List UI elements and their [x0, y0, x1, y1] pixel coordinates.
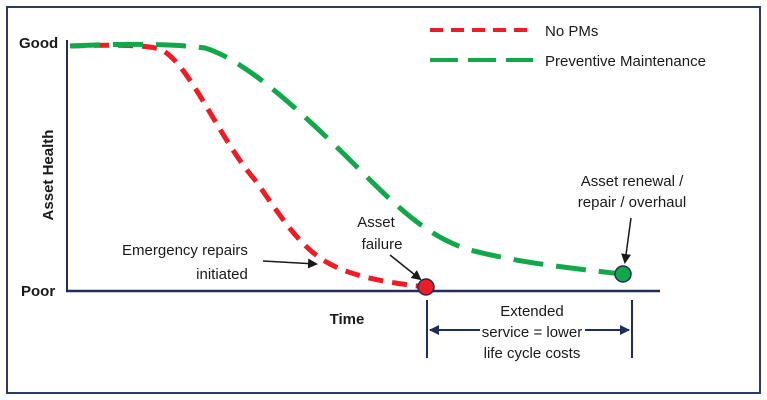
- diagram-border: [6, 6, 761, 394]
- legend-pm-label: Preventive Maintenance: [545, 53, 706, 70]
- failure-arrow: [389, 254, 422, 281]
- extended-label-line1: Extended: [500, 303, 563, 320]
- failure-label-line2: failure: [362, 236, 403, 253]
- y-axis-label: Asset Health: [40, 130, 57, 221]
- renewal-arrow: [621, 217, 632, 264]
- asset-failure-marker: [417, 278, 435, 296]
- emergency-label-line1: Emergency repairs: [122, 242, 248, 259]
- extended-label-line3: life cycle costs: [484, 345, 581, 362]
- failure-label-line1: Asset: [357, 214, 395, 231]
- x-axis-label: Time: [330, 311, 365, 328]
- emergency-label-line2: initiated: [196, 266, 248, 283]
- pm-curve: [69, 41, 623, 277]
- renewal-label-line1: Asset renewal /: [581, 173, 684, 190]
- renewal-label-line2: repair / overhaul: [578, 194, 686, 211]
- y-top-label: Good: [19, 35, 58, 52]
- legend-no-pm-label: No PMs: [545, 23, 598, 40]
- legend: No PMs Preventive Maintenance: [430, 23, 706, 70]
- emergency-arrow: [262, 258, 318, 269]
- extended-label-line2: service = lower: [482, 324, 582, 341]
- asset-renewal-marker: [614, 265, 632, 283]
- y-bottom-label: Poor: [21, 283, 55, 300]
- no-pm-curve: [69, 42, 427, 290]
